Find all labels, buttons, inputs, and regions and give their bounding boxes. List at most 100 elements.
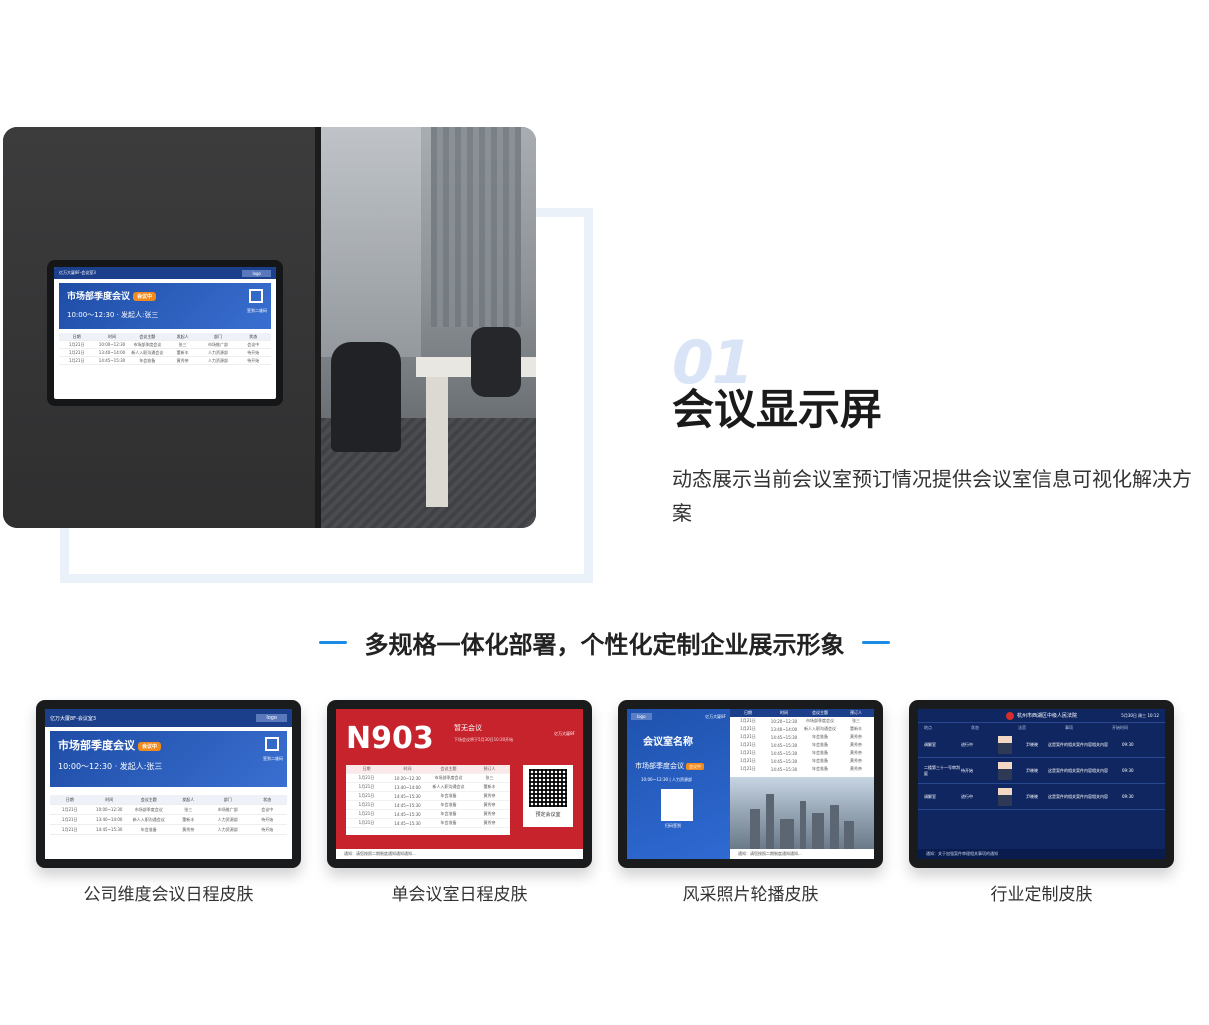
cell: 新人入职沟通会议 (132, 816, 165, 822)
court-display: 杭州市西湖区中级人民法院 5月30日 周三 10:12 地点 状态 法官 事项 … (918, 709, 1165, 859)
cell: 1月21日 (740, 742, 756, 747)
cell: 1月21日 (740, 750, 756, 755)
skin-caption: 行业定制皮肤 (990, 885, 1093, 905)
cell: 1月21日 (740, 766, 756, 771)
current-meeting-banner: 市场部季度会议会议中 10:00～12:30 · 发起人:张三 签到二维码 (59, 283, 271, 329)
device-screen: 杭州市西湖区中级人民法院 5月30日 周三 10:12 地点 状态 法官 事项 … (918, 709, 1165, 859)
qr-code-icon (249, 289, 263, 303)
cell: 尹晓晓 (1026, 767, 1038, 773)
logo-placeholder: logo (631, 713, 652, 720)
cell: 黄秀奈 (850, 734, 862, 739)
skyline-building (750, 809, 760, 849)
qr-code-icon (529, 769, 567, 807)
notice-ticker: 通知：请您按照二期制度通知通知... (730, 849, 874, 859)
cell: 年会准备 (440, 811, 457, 816)
cell: 进行中 (961, 793, 973, 799)
cell: 市场部季度会议 (133, 341, 162, 347)
cell: 1月21日 (61, 826, 78, 832)
table-leg (426, 377, 448, 507)
cell: 年会准备 (440, 802, 457, 807)
cell: 1月21日 (358, 802, 375, 807)
cell: 黄秀奈 (483, 802, 496, 807)
section-title: 会议显示屏 (672, 385, 883, 434)
court-header: 杭州市西湖区中级人民法院 5月30日 周三 10:12 (918, 709, 1165, 723)
cell: 09:30 (1122, 742, 1134, 747)
table-header: 日期 时间 会议主题 发起人 部门 状态 (50, 795, 287, 805)
meeting-time: 10:00～12:30 · 发起人:张三 (58, 762, 163, 771)
cell: 13:40~14:00 (96, 817, 123, 822)
hero-photo: 亿万大厦8F-会议室3 logo 市场部季度会议会议中 10:00～12:30 … (3, 127, 536, 528)
cell: 1月21日 (358, 820, 375, 825)
qr-label: 签到二维码 (247, 308, 267, 313)
table-header: 地点 状态 法官 事项 开始时间 (918, 723, 1165, 732)
skin-preview-photo-carousel: logo 亿万大厦8F 会议室名称 市场部季度会议会议中 10:00～12:30… (618, 700, 883, 868)
cell: 董新丰 (850, 726, 862, 731)
table-header: 日期 时间 会议主题 预订人 (346, 765, 510, 774)
qr-code-icon (661, 789, 693, 821)
cell: 1月21日 (740, 726, 756, 731)
skyline-building (844, 821, 854, 849)
room-number: N903 (346, 721, 434, 756)
header-cell: 法官 (1018, 724, 1026, 730)
cell: 调解室 (924, 741, 936, 747)
cell: 14:45~15:30 (98, 358, 126, 363)
skin-preview-single-room: N903 暂无会议 下场会议将于5月30日10:20开始 亿万大厦8F 日期 时… (327, 700, 592, 868)
skin-preview-industry: 杭州市西湖区中级人民法院 5月30日 周三 10:12 地点 状态 法官 事项 … (909, 700, 1174, 868)
cell: 市场部季度会议 (134, 806, 163, 812)
status-badge: 会议中 (686, 763, 704, 770)
cell: 14:45~15:30 (770, 758, 798, 764)
header-cell: 状态 (263, 796, 272, 802)
city-skyline-photo (730, 777, 874, 849)
header-cell: 部门 (223, 796, 232, 802)
building-reflection (431, 127, 521, 327)
wall-edge (315, 127, 321, 528)
header-cell: 日期 (65, 796, 74, 802)
emblem-icon (1005, 711, 1014, 720)
table-row: 1月21日 10:00~12:30 市场部季度会议 张三 市场推广部 会议中 (59, 341, 271, 349)
subheading-text: 多规格一体化部署，个性化定制企业展示形象 (364, 631, 845, 659)
cell: 黄秀奈 (483, 811, 496, 816)
cell: 14:45~15:30 (394, 811, 421, 817)
cell: 黄秀奈 (850, 758, 862, 763)
cell: 黄秀奈 (483, 793, 496, 798)
cell: 14:45~15:30 (770, 742, 798, 748)
cell: 会议中 (261, 806, 274, 812)
table-row: 1月21日 13:40~14:00 新人入职沟通会议 董新丰 人力资源部 待开始 (59, 349, 271, 357)
room-status: 暂无会议 (454, 724, 482, 732)
cell: 调解室 (924, 793, 936, 799)
cell: 1月21日 (740, 758, 756, 763)
skin-caption: 风采照片轮播皮肤 (682, 885, 819, 905)
skin-preview-company: 亿万大厦8F-会议室3 logo 市场部季度会议会议中 10:00～12:30 … (36, 700, 301, 868)
cell: 人力资源部 (217, 816, 238, 822)
header-cell: 日期 (72, 333, 81, 339)
cell: 年会准备 (140, 826, 157, 832)
qr-label: 签到二维码 (263, 756, 283, 761)
skyline-building (800, 801, 806, 849)
judge-photo (998, 761, 1012, 780)
cell: 年会准备 (812, 758, 828, 763)
table-row: 调解室 进行中 尹晓晓 这是案件的相关案件内容相关内容 09:30 (918, 784, 1165, 810)
cell: 1月21日 (358, 775, 375, 780)
cell: 黄秀奈 (176, 357, 189, 363)
cell: 10:00~12:30 (98, 342, 126, 347)
cell: 1月21日 (358, 784, 375, 789)
photo-skin-layout: logo 亿万大厦8F 会议室名称 市场部季度会议会议中 10:00～12:30… (627, 709, 874, 859)
cell: 年会准备 (812, 742, 828, 747)
divider-line (319, 641, 348, 644)
table-row: 1月21日 14:45~15:30 年会准备 黄秀奈 人力资源部 待开始 (50, 825, 287, 835)
cell: 10:20~12:30 (770, 718, 798, 724)
cell: 会议中 (247, 341, 260, 347)
cell: 14:45~15:30 (770, 734, 798, 740)
table-row: 调解室 进行中 尹晓晓 这是案件的相关案件内容相关内容 09:30 (918, 732, 1165, 758)
header-cell: 发起人 (182, 796, 195, 802)
cell: 这是案件的相关案件内容相关内容 (1048, 793, 1108, 799)
